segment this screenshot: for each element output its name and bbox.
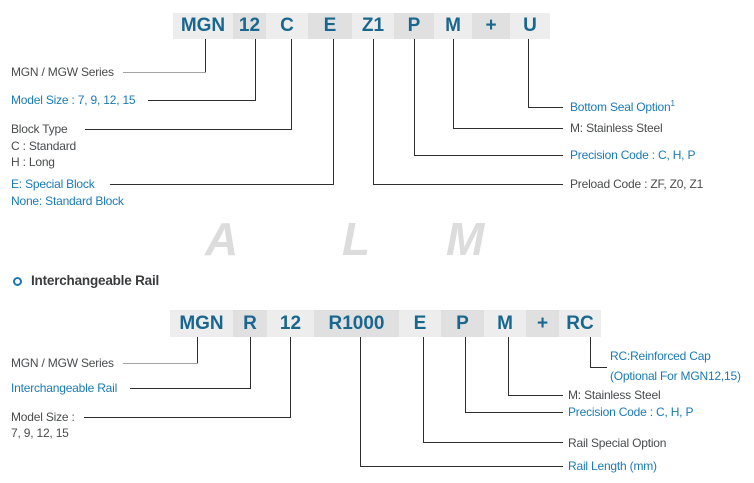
- code-box-bottom-seal: U: [510, 13, 550, 39]
- connector-hline-special-block: [110, 184, 334, 185]
- connector-hline-series: [123, 72, 206, 73]
- rail-code-box-rail-special: E: [399, 310, 441, 337]
- label-bottom-seal-option: Bottom Seal Option1: [570, 99, 675, 115]
- code-box-block-type: C: [266, 13, 308, 39]
- label-precision-code: Precision Code : C, H, P: [570, 148, 696, 162]
- rail-connector-hline-reinforced-cap: [590, 367, 607, 368]
- rail-connector-hline-stainless: [508, 395, 563, 396]
- rail-label-reinforced-cap-note: (Optional For MGN12,15): [610, 369, 741, 383]
- rail-connector-vline-precision: [465, 337, 466, 412]
- rail-connector-vline-reinforced-cap: [590, 337, 591, 367]
- connector-hline-precision: [414, 155, 563, 156]
- label-block-type-c: C : Standard: [11, 139, 76, 153]
- rail-connector-vline-series: [197, 337, 198, 363]
- connector-vline-preload: [373, 39, 374, 184]
- rail-label-model-size-values: 7, 9, 12, 15: [11, 426, 69, 440]
- rail-code-box-reinforced-cap: RC: [559, 310, 601, 337]
- rail-connector-hline-rail-length: [360, 466, 563, 467]
- code-box-preload: Z1: [352, 13, 394, 39]
- label-block-type: Block Type: [11, 122, 68, 136]
- connector-hline-preload: [373, 184, 563, 185]
- rail-label-rail-length: Rail Length (mm): [568, 459, 657, 473]
- rail-code-box-rail-length: R1000: [314, 310, 399, 337]
- connector-vline-series: [205, 39, 206, 72]
- connector-vline-stainless: [453, 39, 454, 128]
- rail-connector-vline-rail-special: [423, 337, 424, 442]
- rail-connector-vline-stainless: [508, 337, 509, 395]
- rail-label-interchangeable: Interchangeable Rail: [11, 381, 118, 395]
- rail-connector-hline-precision: [465, 412, 563, 413]
- code-box-stainless: M: [434, 13, 472, 39]
- code-box-precision: P: [394, 13, 434, 39]
- rail-label-reinforced-cap: RC:Reinforced Cap: [610, 349, 711, 363]
- connector-vline-bottom-seal: [528, 39, 529, 107]
- connector-hline-bottom-seal: [528, 107, 563, 108]
- label-model-size: Model Size : 7, 9, 12, 15: [11, 93, 136, 107]
- rail-code-box-rail: R: [233, 310, 267, 337]
- label-bottom-seal-footnote: 1: [670, 99, 675, 108]
- rail-connector-vline-model-size: [290, 337, 291, 417]
- label-block-type-h: H : Long: [11, 155, 55, 169]
- rail-connector-hline-rail: [130, 388, 251, 389]
- section-bullet-icon: [13, 277, 22, 286]
- watermark-letter-m: M: [446, 213, 485, 265]
- label-bottom-seal-text: Bottom Seal Option: [570, 100, 671, 114]
- rail-connector-vline-rail-length: [360, 337, 361, 466]
- rail-code-box-precision: P: [441, 310, 484, 337]
- rail-connector-vline-rail: [250, 337, 251, 388]
- rail-code-box-model-size: 12: [267, 310, 314, 337]
- label-preload-code: Preload Code : ZF, Z0, Z1: [570, 177, 704, 191]
- connector-vline-special-block: [333, 39, 334, 184]
- rail-label-rail-special-option: Rail Special Option: [568, 436, 667, 450]
- code-box-special-block: E: [308, 13, 352, 39]
- rail-label-precision-code: Precision Code : C, H, P: [568, 405, 694, 419]
- label-stainless-steel: M: Stainless Steel: [570, 121, 663, 135]
- rail-code-box-plus: +: [526, 310, 559, 337]
- rail-code-box-series: MGN: [170, 310, 233, 337]
- rail-connector-hline-model-size: [84, 417, 291, 418]
- connector-hline-stainless: [453, 128, 563, 129]
- code-box-model-size: 12: [233, 13, 266, 39]
- rail-connector-hline-rail-special: [423, 442, 563, 443]
- connector-hline-block-type: [85, 129, 292, 130]
- label-special-block: E: Special Block: [11, 177, 95, 191]
- rail-code-box-stainless: M: [484, 310, 526, 337]
- rail-label-series: MGN / MGW Series: [11, 356, 114, 370]
- watermark-letter-l: L: [342, 213, 371, 265]
- connector-vline-model-size: [255, 39, 256, 100]
- rail-label-model-size: Model Size :: [11, 410, 75, 424]
- connector-hline-model-size: [148, 100, 256, 101]
- rail-label-stainless-steel: M: Stainless Steel: [568, 388, 661, 402]
- rail-connector-hline-series: [123, 363, 198, 364]
- code-box-series: MGN: [173, 13, 233, 39]
- section-heading: Interchangeable Rail: [31, 273, 160, 288]
- code-box-plus: +: [472, 13, 510, 39]
- label-series: MGN / MGW Series: [11, 65, 114, 79]
- connector-vline-block-type: [291, 39, 292, 129]
- watermark-letter-a: A: [205, 213, 239, 265]
- label-standard-block: None: Standard Block: [11, 194, 124, 208]
- connector-vline-precision: [414, 39, 415, 155]
